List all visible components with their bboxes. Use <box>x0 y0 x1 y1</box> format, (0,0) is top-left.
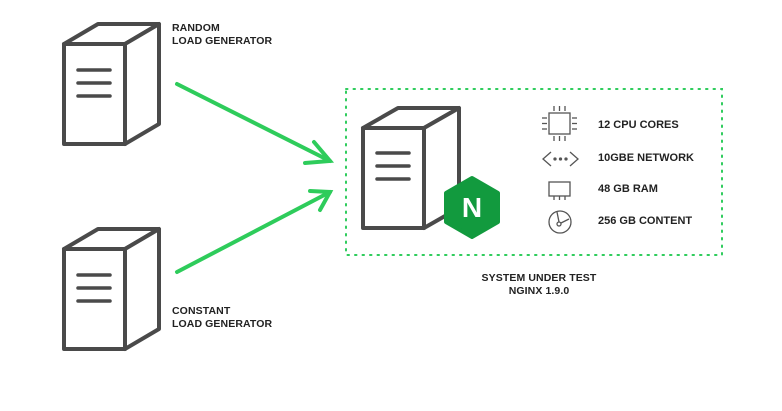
disk-icon <box>548 210 572 234</box>
server-icon <box>62 227 161 351</box>
network-icon <box>542 151 579 167</box>
spec-cpu: 12 CPU CORES <box>598 119 679 131</box>
nginx-logo: N <box>444 176 500 239</box>
random-generator-label: RANDOM LOAD GENERATOR <box>172 22 272 48</box>
system-under-test-label: SYSTEM UNDER TEST NGINX 1.9.0 <box>454 272 624 298</box>
label-line: LOAD GENERATOR <box>172 35 273 47</box>
ram-icon <box>548 181 571 200</box>
arrow-random-to-sut <box>175 82 335 165</box>
spec-network: 10GBE NETWORK <box>598 152 694 164</box>
server-icon <box>62 22 161 146</box>
label-line: NGINX 1.9.0 <box>508 285 570 297</box>
spec-ram: 48 GB RAM <box>598 183 658 195</box>
constant-generator-label: CONSTANT LOAD GENERATOR <box>172 305 272 331</box>
label-line: SYSTEM UNDER TEST <box>481 272 597 284</box>
label-line: CONSTANT <box>172 305 231 317</box>
cpu-icon <box>542 106 577 141</box>
label-line: RANDOM <box>172 22 220 34</box>
spec-content: 256 GB CONTENT <box>598 215 693 227</box>
nginx-logo-letter: N <box>462 192 482 223</box>
server-icon <box>361 106 461 230</box>
arrow-constant-to-sut <box>175 189 334 274</box>
system-boundary <box>345 88 723 256</box>
label-line: LOAD GENERATOR <box>172 318 273 330</box>
